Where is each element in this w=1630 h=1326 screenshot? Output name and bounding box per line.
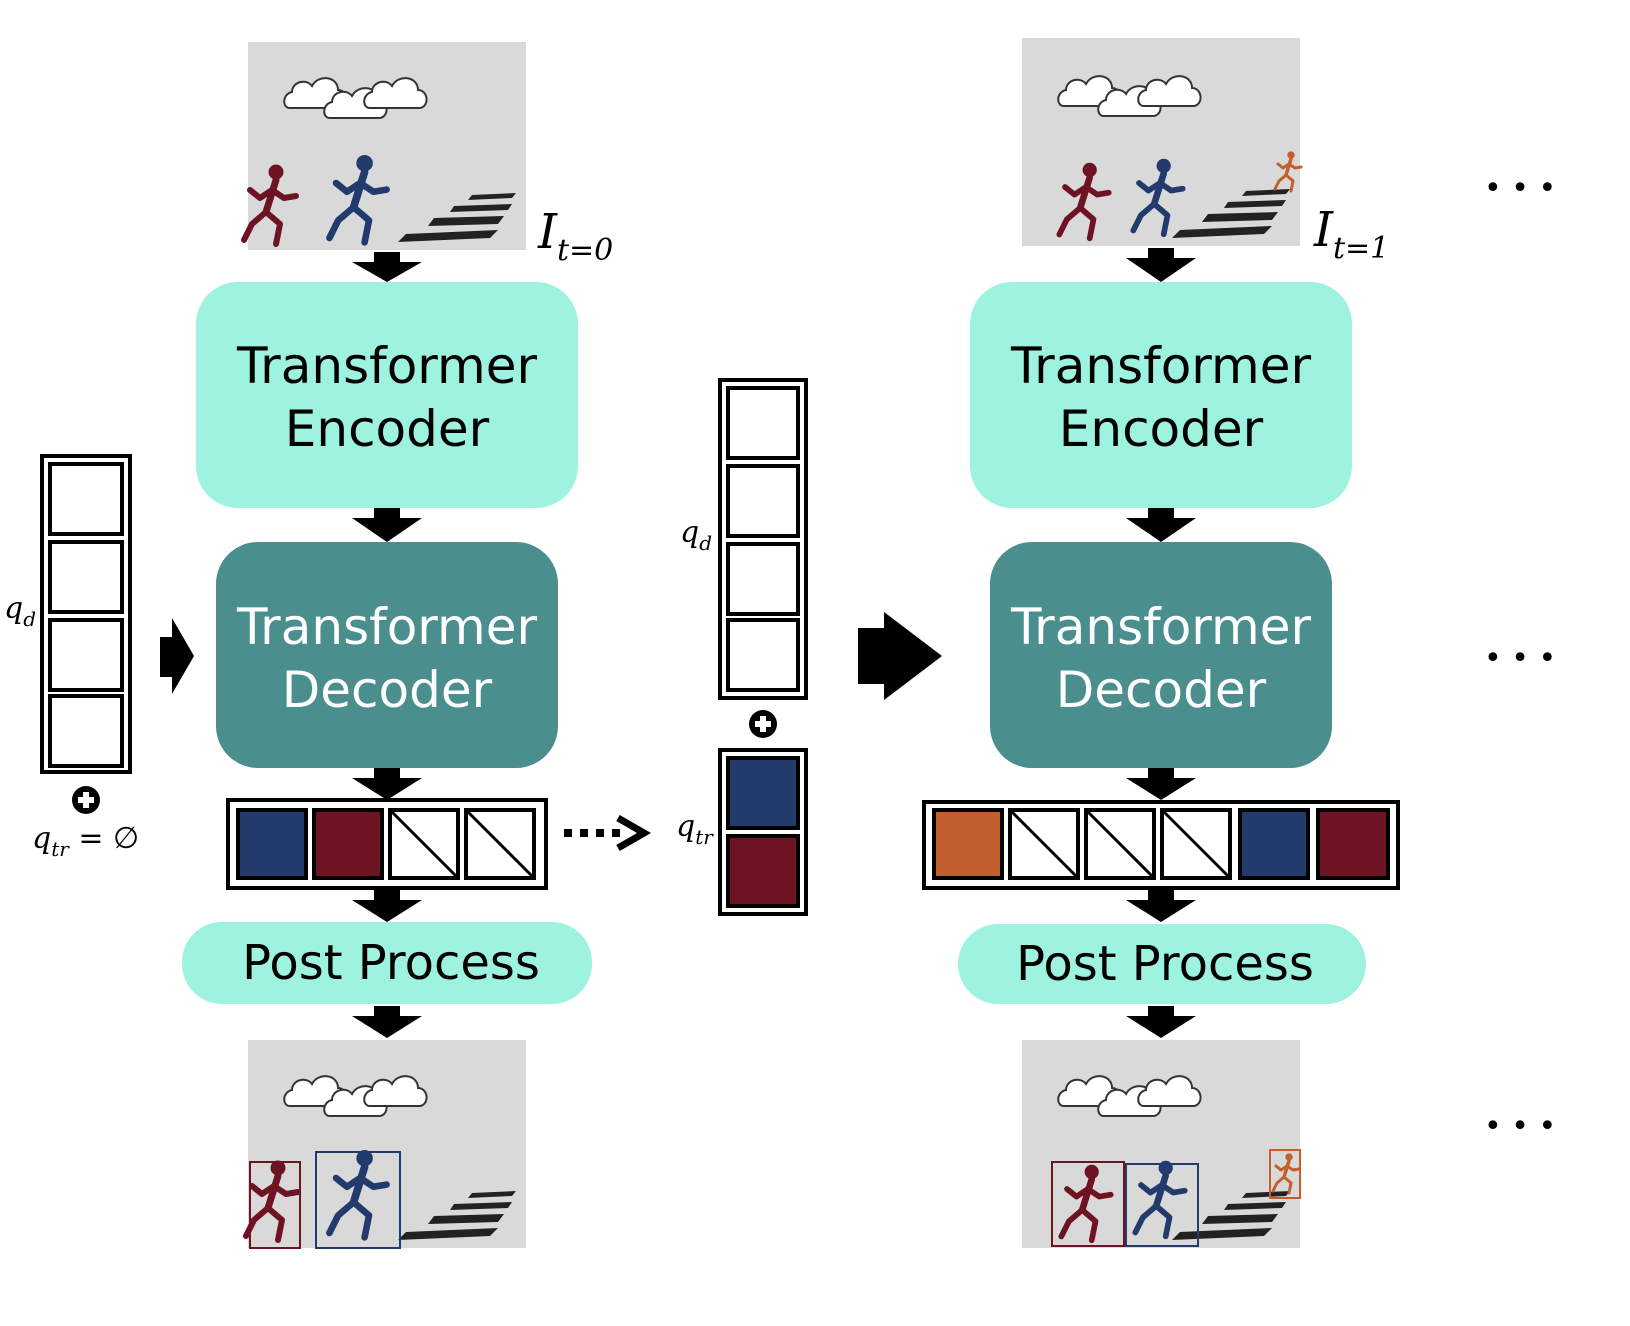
arrow-right-icon [160,618,194,694]
bbox-red [1051,1161,1125,1247]
qtr-label-middle: qtr [676,809,714,849]
post-process-label: Post Process [1016,936,1314,992]
encoder-label-line1: Transformer [236,337,537,395]
post-process-label: Post Process [242,935,540,991]
arrow-down-icon [1126,508,1196,542]
arrow-down-icon [1126,890,1196,922]
bbox-orange [1269,1149,1301,1199]
arrow-down-icon [352,252,422,282]
transformer-decoder-t0: Transformer Decoder [216,542,558,768]
track-queries-middle [718,748,808,916]
output-frame-t0 [246,1040,526,1249]
decoder-label-line1: Transformer [1010,598,1311,656]
arrow-down-icon [352,768,422,800]
output-frame-t1 [1022,1040,1301,1248]
output-queries-t0 [226,798,548,890]
arrow-right-icon [858,612,942,700]
arrow-down-icon [352,890,422,922]
frame-label-t1: It=1 [1313,202,1389,266]
transformer-encoder-t0: Transformer Encoder [196,282,578,508]
encoder-label-line1: Transformer [1010,337,1311,395]
input-frame-t0 [244,42,526,250]
transformer-encoder-t1: Transformer Encoder [970,282,1352,508]
transformer-decoder-t1: Transformer Decoder [990,542,1332,768]
encoder-label-line2: Encoder [1059,400,1264,458]
plus-icon [749,710,777,738]
bbox-blue [315,1151,401,1249]
encoder-label-line2: Encoder [285,400,490,458]
arrow-down-icon [1126,248,1196,282]
input-frame-t1 [1022,38,1303,246]
dotted-arrow-icon [564,814,652,852]
output-queries-t1 [922,800,1400,890]
decoder-label-line2: Decoder [1056,661,1267,719]
bbox-red [249,1161,301,1249]
detection-queries-middle [718,378,808,700]
arrow-down-icon [1126,1006,1196,1038]
post-process-t1: Post Process [958,924,1366,1004]
qtr-label-left: qtr = ∅ [32,821,139,861]
frame-label-t0: It=0 [537,204,613,268]
plus-icon [72,786,100,814]
post-process-t0: Post Process [182,922,592,1004]
bbox-blue [1125,1163,1199,1247]
ellipsis-top: • • • [1484,171,1556,206]
detection-queries-left [40,454,132,774]
ellipsis-bottom: • • • [1484,1109,1556,1144]
ellipsis-middle: • • • [1484,641,1556,676]
arrow-down-icon [1126,768,1196,800]
decoder-label-line2: Decoder [282,661,493,719]
qd-label-middle: qd [680,515,712,555]
decoder-label-line1: Transformer [236,598,537,656]
arrow-down-icon [352,1006,422,1038]
arrow-down-icon [352,508,422,542]
qd-label-left: qd [4,591,36,631]
